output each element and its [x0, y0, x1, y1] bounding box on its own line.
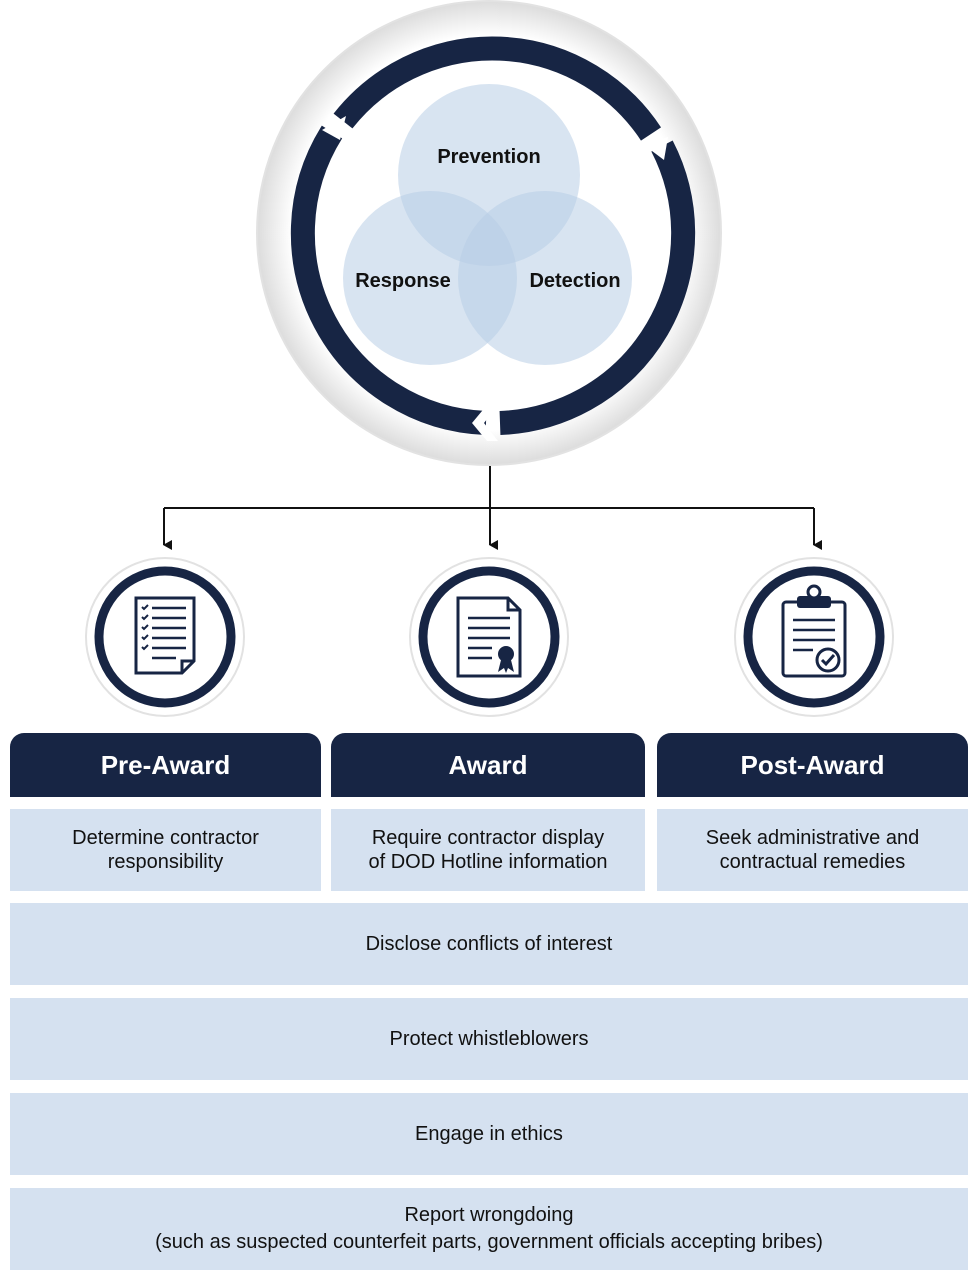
phase-description: Seek administrative and contractual reme…: [705, 827, 920, 873]
prevention-detection-response-cycle: Prevention Response Detection: [163, 0, 822, 550]
band-protect-whistleblowers: Protect whistleblowers: [10, 998, 968, 1080]
branch-connectors: [163, 466, 822, 550]
checklist-document-icon: [84, 556, 246, 718]
venn-label-prevention: Prevention: [437, 146, 540, 168]
band-text: Report wrongdoing: [404, 1204, 574, 1226]
phase-header-post-award: Post-Award: [657, 733, 968, 797]
venn-detection-circle: [458, 191, 632, 365]
phase-description-post-award: Seek administrative and contractual reme…: [657, 809, 968, 891]
band-report-wrongdoing: Report wrongdoing (such as suspected cou…: [10, 1188, 968, 1270]
cycle-arrow-notches: [322, 116, 668, 441]
band-text: Protect whistleblowers: [389, 1027, 589, 1050]
venn-diagram: [343, 84, 632, 365]
phase-description: Determine contractor responsibility: [72, 827, 259, 873]
phase-title: Award: [448, 749, 528, 780]
phase-description: Require contractor display of DOD Hotlin…: [368, 827, 608, 873]
phase-header-pre-award: Pre-Award: [10, 733, 321, 797]
venn-label-detection: Detection: [529, 270, 620, 292]
phase-description-pre-award: Determine contractor responsibility: [10, 809, 321, 891]
band-text: Disclose conflicts of interest: [365, 932, 613, 955]
phase-title: Pre-Award: [100, 749, 231, 780]
venn-label-response: Response: [355, 270, 451, 292]
band-disclose-conflicts: Disclose conflicts of interest: [10, 903, 968, 985]
band-text: Engage in ethics: [415, 1122, 563, 1145]
phase-description-award: Require contractor display of DOD Hotlin…: [331, 809, 645, 891]
clipboard-check-icon: [733, 556, 895, 718]
phase-title: Post-Award: [740, 749, 885, 780]
phase-header-award: Award: [331, 733, 645, 797]
certificate-document-icon: [408, 556, 570, 718]
band-subtext: (such as suspected counterfeit parts, go…: [155, 1231, 823, 1253]
cycle-ring: [290, 36, 696, 435]
band-engage-ethics: Engage in ethics: [10, 1093, 968, 1175]
